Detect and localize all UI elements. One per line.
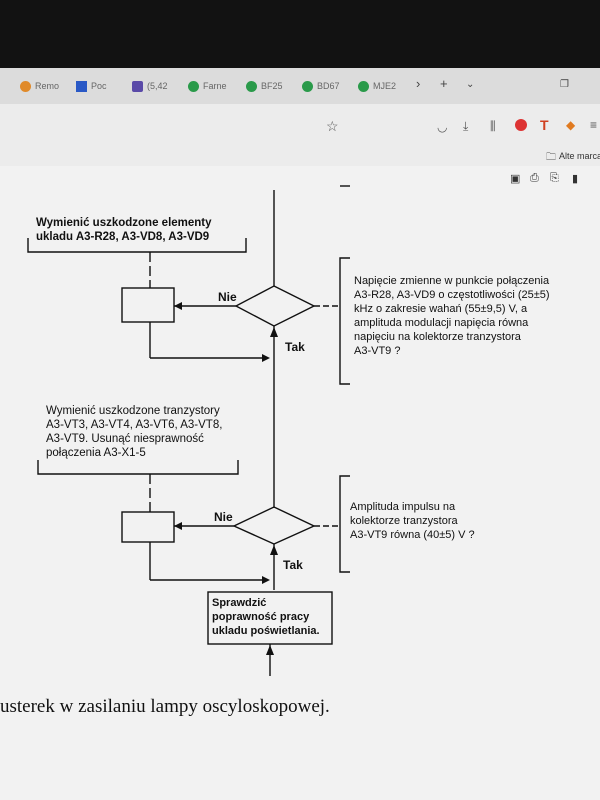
tab-mje2[interactable]: MJE2	[358, 76, 404, 96]
restore-window-icon[interactable]: ❐	[560, 79, 569, 90]
yes-label-1: Tak	[285, 340, 305, 354]
library-icon[interactable]: ⫼	[490, 119, 496, 133]
tab-mail[interactable]: (5,42	[132, 76, 178, 96]
tab-farnell[interactable]: Farne	[188, 76, 236, 96]
tab-favicon-icon	[20, 80, 31, 92]
play-icon	[76, 80, 87, 92]
chevron-down-icon[interactable]: ⌄	[466, 79, 475, 90]
mail-icon	[132, 80, 143, 92]
download-icon[interactable]: ⤓	[463, 119, 469, 133]
yes-label-2: Tak	[283, 558, 303, 572]
tab-favicon-icon	[358, 80, 369, 92]
tab-favicon-icon	[246, 80, 257, 92]
print-icon[interactable]: ⎙	[530, 172, 539, 184]
tab-bf256[interactable]: BF25	[246, 76, 290, 96]
tab-favicon-icon	[302, 80, 313, 92]
browser-toolbar: ☆ ◡ ⤓ ⫼ T ◆ ≡	[0, 104, 600, 148]
tabs-scroll-right-icon[interactable]: ›	[416, 76, 421, 91]
bookmark-icon[interactable]: ▮	[572, 173, 579, 185]
final-box-text: Sprawdzić poprawność pracy ukladu poświe…	[212, 597, 320, 637]
box1-text: Wymienić uszkodzone elementy ukladu A3-R…	[36, 217, 212, 243]
star-icon[interactable]: ☆	[326, 118, 339, 134]
pocket-icon[interactable]: ◡	[437, 120, 448, 134]
box2-text: Wymienić uszkodzone tranzystory A3-VT3, …	[46, 405, 223, 459]
tab-play[interactable]: Poc	[76, 76, 120, 96]
present-icon[interactable]: ▣	[510, 173, 521, 185]
no-label-1: Nie	[218, 290, 237, 304]
pdf-page	[0, 166, 600, 800]
menu-icon[interactable]: ≡	[590, 118, 598, 132]
question2-text: Amplituda impulsu na kolektorze tranzyst…	[350, 501, 475, 541]
tab-remo[interactable]: Remo	[20, 76, 64, 96]
browser-tab-bar: Remo Poc (5,42 Farne BF25 BD67 MJE2 › + …	[0, 68, 600, 105]
page-caption: usterek w zasilaniu lampy oscyloskopowej…	[0, 696, 330, 717]
question1-text: Napięcie zmienne w punkcie połączenia A3…	[354, 275, 550, 357]
new-tab-icon[interactable]: +	[440, 76, 448, 91]
monitor-bezel	[0, 0, 600, 68]
save-icon[interactable]: ⎘	[550, 172, 559, 184]
extension-icon[interactable]	[515, 119, 527, 131]
other-bookmarks-label[interactable]: Alte marca	[559, 151, 600, 161]
tab-favicon-icon	[188, 80, 199, 92]
translate-extension-icon[interactable]: T	[540, 117, 549, 133]
no-label-2: Nie	[214, 510, 233, 524]
fox-extension-icon[interactable]: ◆	[566, 118, 576, 132]
tab-bd67[interactable]: BD67	[302, 76, 346, 96]
folder-icon: 🗀	[546, 152, 556, 163]
